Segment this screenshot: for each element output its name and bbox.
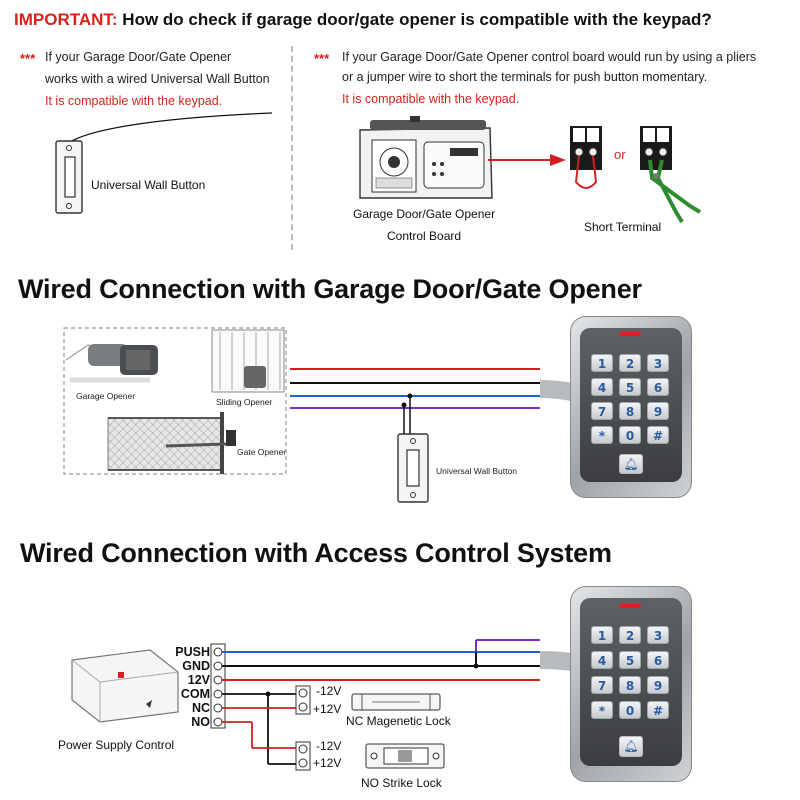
- key-2[interactable]: 2: [619, 354, 641, 372]
- no-lock-label: NO Strike Lock: [361, 776, 442, 790]
- red-arrow-icon: [488, 154, 566, 166]
- power-supply-label: Power Supply Control: [58, 738, 175, 752]
- key-8[interactable]: 8: [619, 402, 641, 420]
- key-1[interactable]: 1: [591, 354, 613, 372]
- keypad-keys-2: 1 2 3 4 5 6 7 8 9 * 0 #: [591, 626, 673, 719]
- key-7[interactable]: 7: [591, 676, 613, 694]
- key-4[interactable]: 4: [591, 651, 613, 669]
- section1-wires: [290, 368, 574, 436]
- bell-icon-2[interactable]: 🔔︎: [619, 736, 643, 757]
- key-8[interactable]: 8: [619, 676, 641, 694]
- key-3[interactable]: 3: [647, 354, 669, 372]
- gate-opener-label: Gate Opener: [237, 447, 287, 457]
- jumper-terminal-icon: [570, 126, 602, 189]
- important-question: How do check if garage door/gate opener …: [122, 10, 712, 29]
- keypad-section1: 1 2 3 4 5 6 7 8 9 * 0 # 🔔︎: [570, 316, 692, 498]
- right-note-compatible: It is compatible with the keypad.: [342, 92, 520, 106]
- power-supply-icon: [71, 649, 179, 723]
- key-5[interactable]: 5: [619, 378, 641, 396]
- terminal-label-push: PUSH: [175, 645, 210, 659]
- key-7[interactable]: 7: [591, 402, 613, 420]
- gate-opener-icon: [107, 412, 236, 474]
- key-star[interactable]: *: [591, 701, 613, 719]
- section2-title: Wired Connection with Access Control Sys…: [20, 538, 612, 568]
- section2-wires: [222, 639, 574, 765]
- section1-wall-button-icon: [397, 433, 429, 503]
- terminal-label-no: NO: [191, 715, 210, 729]
- terminal-label-12v: 12V: [187, 673, 210, 687]
- section2-terminal-block: [210, 643, 226, 729]
- psu-terminal-labels: CONTROL CONTROL PUSH GND +12V COM NC NO: [130, 661, 153, 704]
- key-5[interactable]: 5: [619, 651, 641, 669]
- nc-lock-label: NC Magenetic Lock: [346, 714, 451, 728]
- key-9[interactable]: 9: [647, 676, 669, 694]
- wall-button-caption: Universal Wall Button: [91, 178, 206, 192]
- left-note-compatible: It is compatible with the keypad.: [45, 94, 223, 108]
- garage-opener-label: Garage Opener: [76, 391, 136, 401]
- sliding-opener-label: Sliding Opener: [216, 397, 273, 407]
- left-note-line-2: works with a wired Universal Wall Button: [45, 72, 270, 86]
- no-lock-plus-label: +12V: [313, 756, 342, 770]
- sliding-opener-icon: [211, 329, 285, 393]
- important-label: IMPORTANT:: [14, 10, 118, 29]
- pliers-terminal-icon: [640, 126, 702, 224]
- left-note-stars: ***: [20, 51, 36, 66]
- bell-icon[interactable]: 🔔︎: [619, 454, 643, 474]
- key-4[interactable]: 4: [591, 378, 613, 396]
- nc-lock-minus-label: -12V: [316, 684, 342, 698]
- right-note-line-2: or a jumper wire to short the terminals …: [342, 70, 708, 84]
- important-heading: IMPORTANT: How do check if garage door/g…: [14, 10, 712, 30]
- right-note-stars: ***: [314, 51, 330, 66]
- control-board-caption-2: Control Board: [387, 229, 462, 243]
- strike-lock-icon: [365, 743, 445, 769]
- section1-title: Wired Connection with Garage Door/Gate O…: [18, 274, 642, 304]
- magnetic-lock-icon: [351, 693, 441, 711]
- key-2[interactable]: 2: [619, 626, 641, 644]
- or-label: or: [614, 147, 626, 162]
- nc-lock-terminal: [295, 685, 311, 715]
- key-0[interactable]: 0: [619, 701, 641, 719]
- terminal-label-gnd: GND: [182, 659, 210, 673]
- left-note-line-1: If your Garage Door/Gate Opener: [45, 50, 232, 64]
- terminal-label-com: COM: [180, 687, 210, 701]
- keypad-section2: 1 2 3 4 5 6 7 8 9 * 0 # 🔔︎: [570, 586, 692, 782]
- right-note-line-1: If your Garage Door/Gate Opener control …: [342, 50, 757, 64]
- terminal-label-nc: NC: [191, 701, 210, 715]
- keypad-led-2: [619, 604, 641, 608]
- key-1[interactable]: 1: [591, 626, 613, 644]
- key-9[interactable]: 9: [647, 402, 669, 420]
- key-hash[interactable]: #: [647, 701, 669, 719]
- key-star[interactable]: *: [591, 426, 613, 444]
- key-hash[interactable]: #: [647, 426, 669, 444]
- section1-wall-button-label: Universal Wall Button: [436, 466, 517, 476]
- no-lock-terminal: [295, 741, 311, 771]
- control-board-caption-1: Garage Door/Gate Opener: [353, 207, 496, 221]
- control-board-icon: [359, 116, 493, 199]
- key-3[interactable]: 3: [647, 626, 669, 644]
- short-terminal-caption: Short Terminal: [584, 220, 662, 234]
- key-6[interactable]: 6: [647, 378, 669, 396]
- no-lock-minus-label: -12V: [316, 739, 342, 753]
- section-divider: [291, 46, 293, 250]
- key-0[interactable]: 0: [619, 426, 641, 444]
- garage-opener-icon: [65, 344, 158, 383]
- key-6[interactable]: 6: [647, 651, 669, 669]
- psu-ac-label: AC110-240V: [80, 702, 106, 707]
- top-wall-button-icon: [55, 112, 273, 214]
- nc-lock-plus-label: +12V: [313, 702, 342, 716]
- keypad-led: [619, 332, 641, 336]
- keypad-keys: 1 2 3 4 5 6 7 8 9 * 0 #: [591, 354, 673, 444]
